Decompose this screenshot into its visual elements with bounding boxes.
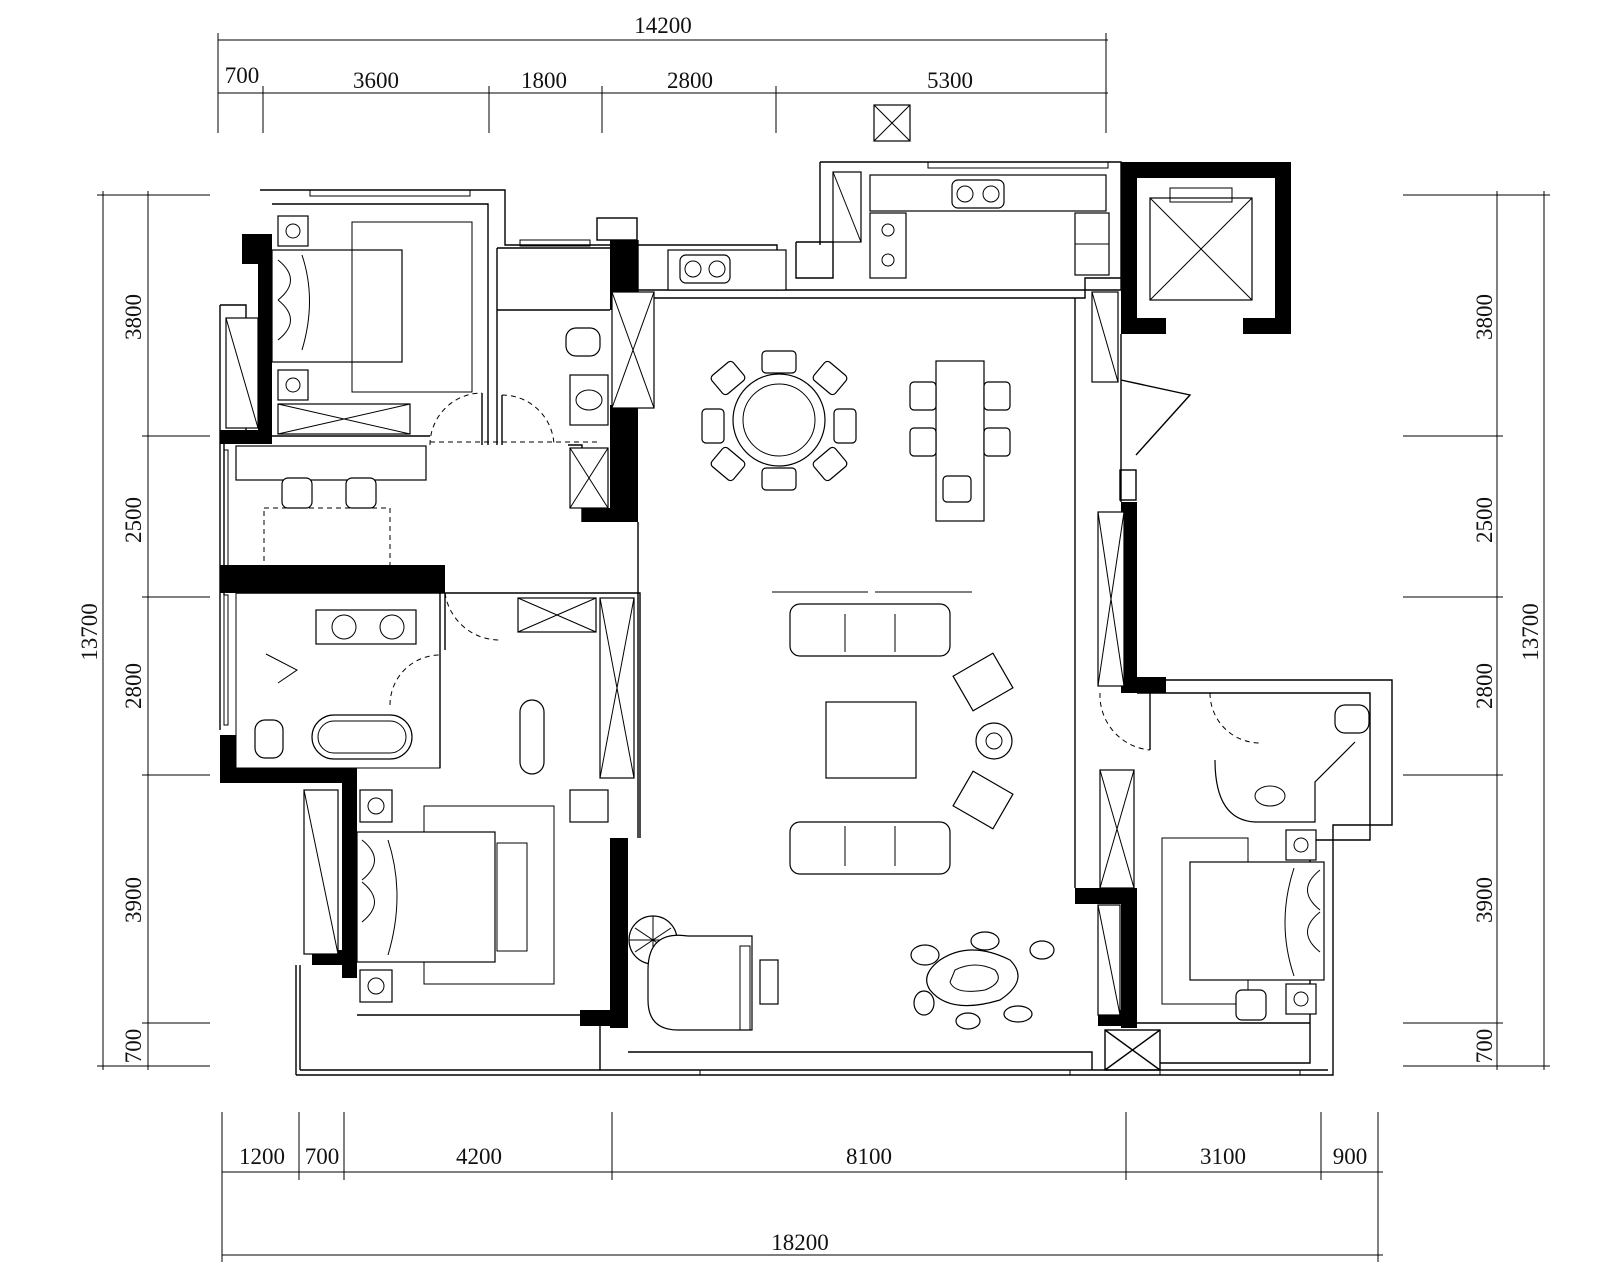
toilet-icon	[1334, 704, 1370, 734]
living-room	[772, 511, 1125, 875]
bar-counter	[235, 445, 427, 481]
left-segment-label: 2500	[121, 497, 146, 543]
master-bedroom-2	[303, 597, 635, 1003]
nightstand	[359, 969, 393, 1003]
left-total-label: 13700	[77, 603, 102, 661]
right-total-label: 13700	[1518, 603, 1543, 661]
armchair	[952, 652, 1014, 712]
top-segment-label: 5300	[927, 68, 973, 93]
left-segment-label: 700	[121, 1029, 146, 1064]
bathroom-3	[1099, 704, 1370, 889]
toilet-icon	[254, 719, 284, 759]
bottom-segment-label: 900	[1333, 1144, 1368, 1169]
toilet-icon	[565, 327, 601, 357]
bathroom-2	[235, 592, 441, 769]
armchair	[952, 770, 1014, 830]
top-segment-label: 1800	[521, 68, 567, 93]
kitchen	[667, 104, 1110, 291]
bar-stool	[281, 477, 313, 509]
bottom-total-label: 18200	[771, 1230, 829, 1255]
top-segment-label: 3600	[353, 68, 399, 93]
coffee-table	[825, 701, 917, 779]
bottom-segment-label: 3100	[1200, 1144, 1246, 1169]
right-segment-label: 2800	[1472, 663, 1497, 709]
piano-bench	[759, 959, 779, 1005]
bathtub	[311, 714, 413, 760]
vanity	[315, 609, 417, 645]
vanity	[1214, 741, 1356, 823]
dining-area	[701, 350, 1011, 522]
partitions	[236, 203, 1371, 1071]
bathroom-1	[565, 291, 655, 509]
left-segment-label: 3900	[121, 877, 146, 923]
desk	[569, 789, 609, 823]
piano-corner	[628, 915, 1055, 1031]
right-dimensions: 13700 3800 2500 2800 3900 700	[1403, 191, 1550, 1070]
sofa	[789, 821, 951, 875]
bedroom-3	[1097, 829, 1325, 1021]
top-segment-label: 700	[225, 63, 260, 88]
bottom-segment-label: 700	[305, 1144, 340, 1169]
bed	[1189, 861, 1325, 981]
side-table	[975, 722, 1013, 760]
top-segment-label: 2800	[667, 68, 713, 93]
bed	[271, 249, 403, 363]
right-segment-label: 3900	[1472, 877, 1497, 923]
left-dimensions: 13700 3800 2500 2800 3900 700	[77, 191, 210, 1070]
top-total-label: 14200	[634, 13, 692, 38]
study-area	[235, 445, 427, 567]
bottom-segment-label: 8100	[846, 1144, 892, 1169]
elevator	[1091, 187, 1253, 383]
bed	[356, 831, 496, 963]
decorative-rocks	[910, 931, 1055, 1030]
windows	[223, 161, 1301, 1076]
nightstand	[1285, 983, 1317, 1015]
ottoman	[519, 699, 545, 775]
doors	[389, 289, 1261, 751]
left-segment-label: 2800	[121, 663, 146, 709]
right-segment-label: 2500	[1472, 497, 1497, 543]
left-segment-label: 3800	[121, 294, 146, 340]
dining-chairs	[701, 350, 857, 491]
round-dining-table	[732, 373, 826, 467]
nightstand	[277, 369, 309, 401]
top-dimensions: 14200 700 3600 1800 2800 5300	[217, 13, 1108, 133]
right-segment-label: 3800	[1472, 294, 1497, 340]
bottom-segment-label: 4200	[456, 1144, 502, 1169]
stool	[1235, 989, 1267, 1021]
sink-icon	[951, 179, 1005, 209]
nightstand	[1285, 829, 1317, 861]
stove-icon	[869, 212, 907, 279]
sofa	[789, 603, 951, 657]
master-bedroom-1	[225, 215, 473, 435]
nightstand	[359, 789, 393, 823]
right-segment-label: 700	[1472, 1029, 1497, 1064]
bottom-dimensions: 1200 700 4200 8100 3100 900 18200	[221, 1112, 1383, 1262]
piano	[647, 934, 753, 1031]
bottom-segment-label: 1200	[239, 1144, 285, 1169]
nightstand	[277, 215, 309, 247]
sink-icon	[679, 254, 731, 284]
bar-stool	[345, 477, 377, 509]
